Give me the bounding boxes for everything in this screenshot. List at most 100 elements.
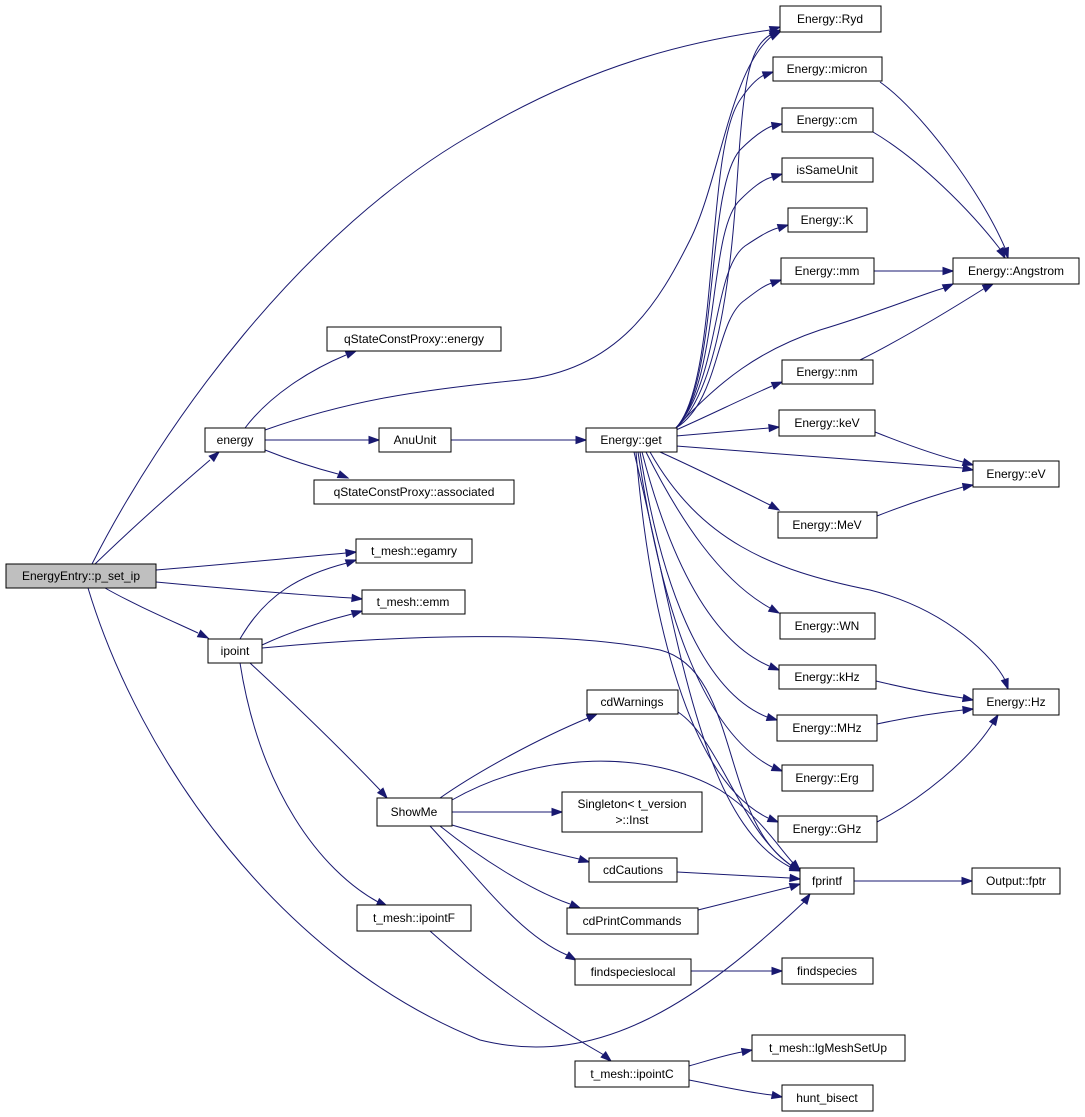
node-t-mesh-emm[interactable]: t_mesh::emm — [361, 589, 466, 615]
node-label: t_mesh::emm — [377, 595, 450, 609]
node-label-line2: >::Inst — [615, 813, 649, 827]
node-label: Energy::cm — [797, 113, 858, 127]
edge-ipoint-to-emm — [261, 609, 364, 646]
node-label-line1: Singleton< t_version — [577, 797, 686, 811]
arrowhead — [351, 593, 364, 603]
arrowhead — [766, 814, 780, 823]
edge-get-to-kev — [675, 423, 781, 437]
arrowhead — [962, 705, 975, 715]
edge-micron-to-angstrom — [879, 81, 1010, 260]
node-label: energy — [217, 433, 254, 447]
node-energy-hz[interactable]: Energy::Hz — [972, 688, 1060, 716]
node-t-mesh-egamry[interactable]: t_mesh::egamry — [355, 538, 473, 564]
node-qstateconstproxy-associated[interactable]: qStateConstProxy::associated — [313, 479, 515, 505]
edge-get-to-angstrom — [675, 283, 955, 429]
arrowhead — [740, 1047, 754, 1057]
arrowhead — [767, 501, 781, 511]
arrowhead — [564, 951, 578, 961]
node-label: Energy::nm — [796, 365, 857, 379]
arrowhead — [988, 713, 999, 727]
node-t-mesh-ipointc[interactable]: t_mesh::ipointC — [574, 1060, 690, 1088]
node-label: cdCautions — [603, 863, 663, 877]
node-label: EnergyEntry::p_set_ip — [22, 569, 140, 583]
node-singleton-t-version-inst[interactable]: Singleton< t_version >::Inst — [561, 791, 703, 833]
node-label: Energy::Ryd — [797, 12, 863, 26]
arrowhead — [800, 892, 811, 905]
arrowhead — [788, 882, 802, 892]
node-energy-ryd[interactable]: Energy::Ryd — [779, 5, 882, 33]
edge-showme-to-singleton — [452, 807, 564, 817]
node-label: Energy::eV — [986, 467, 1045, 481]
edge-ipointc-to-hunt — [688, 1079, 784, 1100]
node-energy-k[interactable]: Energy::K — [787, 207, 868, 233]
edge-root-to-emm — [155, 581, 364, 603]
edge-get-to-mm — [675, 279, 783, 429]
edge-fprintf-to-fptr — [854, 876, 974, 886]
node-label: cdWarnings — [601, 695, 664, 709]
arrowhead — [345, 548, 358, 558]
node-fprintf[interactable]: fprintf — [799, 867, 855, 895]
node-energy-kev[interactable]: Energy::keV — [778, 409, 876, 437]
arrowhead — [771, 966, 784, 976]
edge-kev-to-ev — [874, 431, 975, 467]
node-energy-nm[interactable]: Energy::nm — [781, 359, 874, 385]
node-cdwarnings[interactable]: cdWarnings — [586, 689, 679, 715]
arrowhead — [776, 223, 790, 233]
node-label: Energy::Erg — [795, 771, 858, 785]
arrowhead — [770, 121, 784, 131]
arrowhead — [996, 246, 1006, 260]
node-energy-mhz[interactable]: Energy::MHz — [776, 714, 878, 742]
node-energy[interactable]: energy — [204, 427, 266, 453]
node-energy-ev[interactable]: Energy::eV — [972, 460, 1060, 488]
node-label: Output::fptr — [986, 874, 1046, 888]
edge-energy-to-anuunit — [265, 435, 381, 445]
edge-ipoint-to-showme — [249, 662, 388, 800]
node-energyentry-p-set-ip[interactable]: EnergyEntry::p_set_ip — [5, 563, 157, 589]
node-label: hunt_bisect — [796, 1091, 858, 1105]
node-energy-mev[interactable]: Energy::MeV — [777, 511, 878, 539]
edge-mm-to-angstrom — [874, 266, 955, 276]
edge-findloc-to-findsp — [691, 966, 784, 976]
node-label: Energy::micron — [787, 62, 868, 76]
arrowhead — [961, 457, 975, 467]
node-hunt-bisect[interactable]: hunt_bisect — [781, 1084, 874, 1112]
edge-root-to-fprintf — [87, 587, 811, 1048]
arrowhead — [768, 29, 782, 39]
edge-get-to-hz — [649, 451, 1009, 691]
edge-get-to-khz — [641, 451, 781, 671]
node-issameunit[interactable]: isSameUnit — [781, 157, 874, 183]
edge-ipoint-to-fprintf — [261, 636, 802, 871]
node-energy-mm[interactable]: Energy::mm — [780, 257, 875, 285]
node-showme[interactable]: ShowMe — [376, 797, 453, 827]
edge-get-to-nm — [675, 381, 784, 431]
arrowhead — [769, 279, 783, 288]
edge-khz-to-hz — [875, 680, 975, 703]
node-label: findspecies — [797, 964, 857, 978]
edge-anuunit-to-get — [451, 435, 588, 445]
arrowhead — [1000, 677, 1009, 691]
node-cdprintcommands[interactable]: cdPrintCommands — [566, 907, 699, 935]
node-findspecies[interactable]: findspecies — [781, 957, 874, 985]
node-t-mesh-ipointf[interactable]: t_mesh::ipointF — [356, 904, 472, 932]
arrowhead — [376, 787, 388, 800]
node-cdcautions[interactable]: cdCautions — [588, 857, 678, 883]
node-energy-khz[interactable]: Energy::kHz — [778, 664, 877, 690]
node-energy-angstrom[interactable]: Energy::Angstrom — [952, 257, 1080, 285]
node-energy-wn[interactable]: Energy::WN — [779, 612, 876, 640]
arrowhead — [208, 450, 221, 463]
node-t-mesh-lgmeshsetup[interactable]: t_mesh::lgMeshSetUp — [751, 1034, 906, 1062]
node-energy-micron[interactable]: Energy::micron — [772, 56, 883, 82]
node-findspecieslocal[interactable]: findspecieslocal — [574, 958, 692, 986]
arrowhead — [768, 423, 781, 433]
node-energy-cm[interactable]: Energy::cm — [781, 107, 874, 133]
node-qstateconstproxy-energy[interactable]: qStateConstProxy::energy — [326, 326, 502, 352]
node-anuunit[interactable]: AnuUnit — [378, 427, 452, 453]
node-output-fptr[interactable]: Output::fptr — [971, 867, 1061, 895]
node-energy-get[interactable]: Energy::get — [585, 427, 678, 453]
node-ipoint[interactable]: ipoint — [207, 638, 263, 664]
edge-cdprint-to-fprintf — [697, 882, 802, 911]
edge-get-to-mhz — [639, 451, 779, 722]
edge-root-to-egamry — [155, 548, 358, 571]
node-energy-ghz[interactable]: Energy::GHz — [777, 815, 878, 843]
node-energy-erg[interactable]: Energy::Erg — [781, 764, 874, 792]
